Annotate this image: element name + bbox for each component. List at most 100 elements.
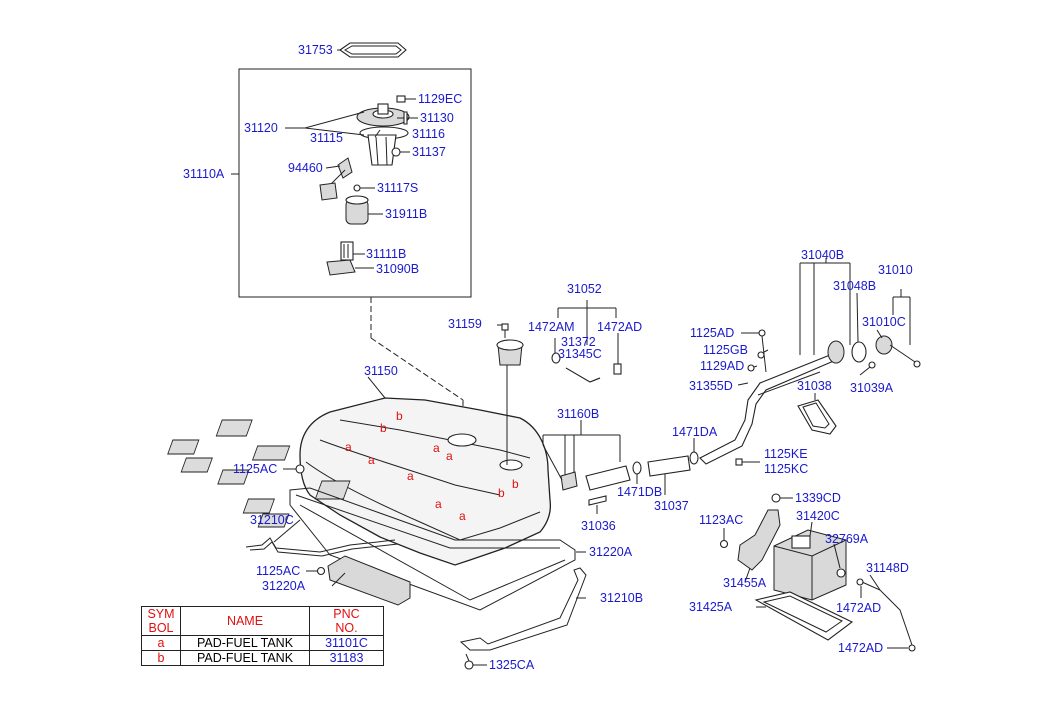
label-94460: 94460 bbox=[288, 161, 323, 175]
clamp-1472ad-mid bbox=[856, 578, 864, 586]
canister-bracket-31455a bbox=[737, 509, 781, 571]
legend-table: SYM BOL NAME PNC NO. a PAD-FUEL TANK 311… bbox=[141, 606, 384, 666]
legend-pnc[interactable]: 31183 bbox=[309, 650, 384, 666]
screw-1129ad bbox=[747, 364, 755, 372]
label-1472am: 1472AM bbox=[528, 320, 575, 334]
label-31040b: 31040B bbox=[801, 248, 844, 262]
clamp-1471db-right bbox=[632, 461, 642, 475]
label-31911b: 31911B bbox=[385, 207, 427, 221]
legend-header-symbol: SYM BOL bbox=[141, 606, 181, 636]
pump-module-inset-box bbox=[238, 68, 472, 298]
label-1129ec: 1129EC bbox=[418, 92, 462, 106]
screw-31039a bbox=[868, 361, 876, 369]
clamp-1472ad-bot bbox=[908, 644, 916, 652]
legend-name: PAD-FUEL TANK bbox=[180, 635, 310, 651]
tank-filler-opening bbox=[499, 459, 523, 471]
pad-letter-a: a bbox=[433, 441, 440, 455]
label-31090b: 31090B bbox=[376, 262, 419, 276]
pad-letter-a: a bbox=[459, 509, 466, 523]
nut-1123ac bbox=[719, 539, 729, 549]
tank-protector-31220a-lower bbox=[327, 555, 411, 606]
label-31120: 31120 bbox=[244, 121, 278, 135]
label-31010c: 31010C bbox=[862, 315, 906, 329]
pad-letter-b: b bbox=[512, 477, 519, 491]
label-31220a-right: 31220A bbox=[589, 545, 633, 559]
label-31116: 31116 bbox=[412, 127, 445, 141]
legend-pnc[interactable]: 31101C bbox=[309, 635, 384, 651]
label-31420c: 31420C bbox=[796, 509, 840, 523]
pad-letter-a: a bbox=[446, 449, 453, 463]
pad-letter-a: a bbox=[435, 497, 442, 511]
pad-letter-a: a bbox=[368, 453, 375, 467]
label-1472ad-top: 1472AD bbox=[597, 320, 642, 334]
label-31455a: 31455A bbox=[723, 576, 767, 590]
label-1125ac-top: 1125AC bbox=[233, 462, 277, 476]
hose-31037 bbox=[647, 455, 691, 477]
legend-symbol: b bbox=[141, 650, 181, 666]
legend-header-name: NAME bbox=[180, 606, 310, 636]
pad-letter-a: a bbox=[407, 469, 414, 483]
cap-32769a bbox=[836, 568, 846, 578]
fuel-tank-31150 bbox=[299, 397, 552, 566]
bolt-1125ac bbox=[295, 464, 305, 474]
clamp-1471da bbox=[689, 451, 699, 465]
label-31117s: 31117S bbox=[377, 181, 418, 195]
label-1125kc: 1125KC bbox=[764, 462, 808, 476]
label-31037: 31037 bbox=[654, 499, 689, 513]
tank-protector-31220a bbox=[289, 487, 576, 611]
label-31345c: 31345C bbox=[558, 347, 602, 361]
bolt-1339cd bbox=[771, 493, 781, 503]
label-31372: 31372 bbox=[561, 335, 596, 349]
label-1123ac: 1123AC bbox=[699, 513, 743, 527]
bolt-1125ke bbox=[735, 458, 743, 466]
label-31130: 31130 bbox=[420, 111, 454, 125]
label-31039a: 31039A bbox=[850, 381, 894, 395]
clamp-1471db bbox=[560, 471, 578, 491]
label-31111b: 31111B bbox=[366, 247, 406, 261]
clip-31117s bbox=[353, 184, 361, 192]
hose-31036 bbox=[588, 495, 607, 506]
label-1339cd: 1339CD bbox=[795, 491, 841, 505]
screw-1129ec bbox=[396, 95, 406, 103]
label-31038: 31038 bbox=[797, 379, 832, 393]
legend-row: a PAD-FUEL TANK 31101C bbox=[141, 635, 384, 651]
clamp-1472am bbox=[551, 352, 561, 364]
seal-31048b bbox=[851, 341, 867, 363]
label-31210c: 31210C bbox=[250, 513, 294, 527]
legend-symbol: a bbox=[141, 635, 181, 651]
label-31148d: 31148D bbox=[866, 561, 909, 575]
label-31210b: 31210B bbox=[600, 591, 643, 605]
legend-header-row: SYM BOL NAME PNC NO. bbox=[141, 606, 384, 636]
label-31048b: 31048B bbox=[833, 279, 876, 293]
label-31036: 31036 bbox=[581, 519, 616, 533]
tank-pump-opening bbox=[447, 433, 477, 447]
tank-strap-31210b bbox=[459, 567, 587, 651]
tank-pads bbox=[167, 419, 351, 528]
bolt-1125ac-lower bbox=[316, 566, 326, 576]
clamp-1472ad bbox=[613, 363, 622, 375]
hose-31160b bbox=[585, 465, 631, 491]
label-1125ac-low: 1125AC bbox=[256, 564, 300, 578]
label-1129ad: 1129AD bbox=[700, 359, 744, 373]
label-31110a: 31110A bbox=[183, 167, 225, 181]
label-31115: 31115 bbox=[310, 131, 343, 145]
label-31137: 31137 bbox=[412, 145, 446, 159]
fuel-cap-31010c bbox=[875, 335, 893, 355]
filter-31090b bbox=[326, 259, 356, 276]
filler-pipe-mouth bbox=[827, 340, 845, 364]
label-32769a: 32769A bbox=[825, 532, 869, 546]
label-31753: 31753 bbox=[298, 43, 333, 57]
label-1325ca: 1325CA bbox=[489, 658, 535, 672]
label-1471db: 1471DB bbox=[617, 485, 662, 499]
label-31150: 31150 bbox=[364, 364, 398, 378]
label-31355d: 31355D bbox=[689, 379, 733, 393]
screw-1125gb bbox=[757, 351, 765, 359]
label-31010: 31010 bbox=[878, 263, 913, 277]
label-31220a-low: 31220A bbox=[262, 579, 306, 593]
label-1472ad-mid: 1472AD bbox=[836, 601, 881, 615]
legend-header-pnc: PNC NO. bbox=[309, 606, 384, 636]
nut-1325ca bbox=[464, 660, 474, 670]
label-1125ad: 1125AD bbox=[690, 326, 734, 340]
vent-hose-31148d bbox=[861, 581, 913, 646]
label-1472ad-bot: 1472AD bbox=[838, 641, 883, 655]
